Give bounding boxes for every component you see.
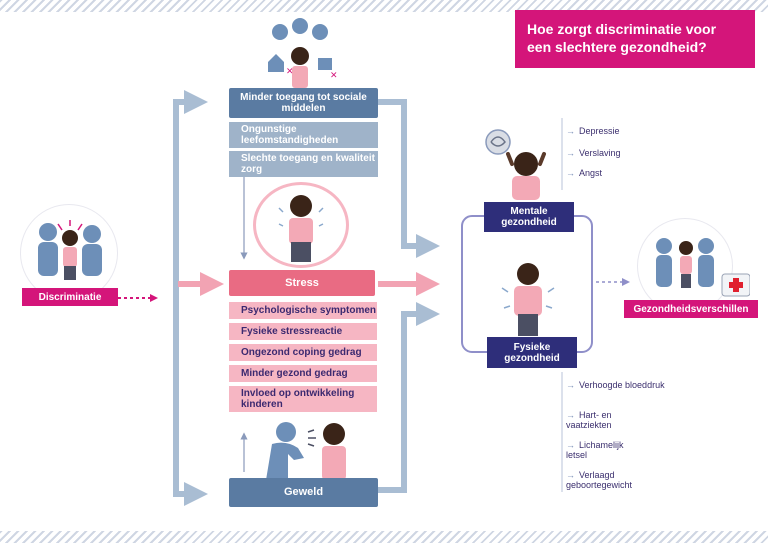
physical-health-icon [501,263,555,336]
violence-icon [266,422,346,480]
fysieke-header: Fysieke gezondheid [487,337,577,368]
social-means-icon: ✕ ✕ [268,18,338,88]
sociale-header: Minder toegang tot sociale middelen [229,88,378,118]
discrimination-people-icon [38,220,102,280]
stress-item-4: Minder gezond gedrag [229,365,377,382]
sociale-item-2: Slechte toegang en kwaliteit zorg [229,151,378,177]
stress-item-2: Fysieke stressreactie [229,323,377,340]
stress-item-1: Psychologische symptomen [229,302,377,319]
mentale-header: Mentale gezondheid [484,202,574,232]
stress-header: Stress [229,270,375,296]
stress-item-5: Invloed op ontwikkeling kinderen [229,386,377,412]
mentale-item-1: →Depressie [566,126,620,136]
page-title: Hoe zorgt discriminatie voor een slechte… [515,10,755,68]
top-stripe [0,0,768,12]
svg-text:✕: ✕ [330,70,338,80]
mentale-item-3: →Angst [566,168,603,178]
gezondheidsverschillen-label: Gezondheidsverschillen [624,300,758,318]
sociale-item-1: Ongunstige leefomstandigheden [229,122,378,148]
fysieke-item-3: →Lichamelijk letsel [566,440,624,460]
fysieke-item-4: →Verlaagd geboortegewicht [566,470,633,490]
stress-item-3: Ongezond coping gedrag [229,344,377,361]
fysieke-item-2: →Hart- en vaatziekten [566,410,612,430]
stressed-person-icon [278,195,324,262]
bottom-stripe [0,531,768,543]
fysieke-item-1: →Verhoogde bloeddruk [566,380,665,390]
fysieke-list: →Verhoogde bloeddruk →Hart- en vaatziekt… [566,380,676,494]
svg-text:✕: ✕ [286,66,294,76]
mentale-list: →Depressie →Verslaving →Angst [566,126,686,186]
health-differences-icon [656,238,750,297]
discriminatie-label: Discriminatie [22,288,118,306]
geweld-header: Geweld [229,478,378,507]
mental-health-icon [485,129,546,200]
mentale-item-2: →Verslaving [566,148,621,158]
